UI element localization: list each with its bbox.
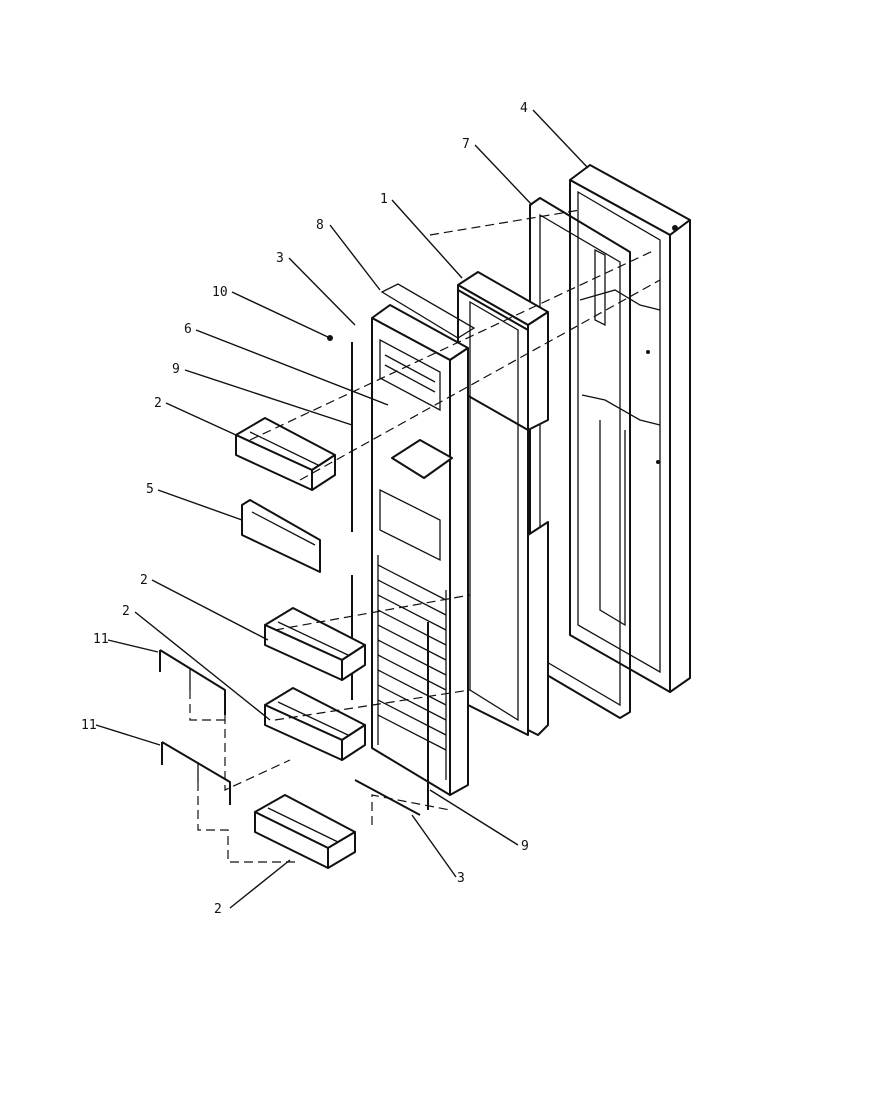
callout-8: 8	[316, 218, 324, 233]
door-bin-4	[254, 794, 356, 869]
shelf-bracket-2	[161, 741, 231, 805]
callout-1: 1	[380, 192, 388, 207]
callout-9b: 9	[521, 839, 529, 854]
callout-4: 4	[520, 101, 528, 116]
bin-retainer	[241, 499, 321, 573]
door-bin-1	[235, 417, 336, 491]
callout-9a: 9	[172, 362, 180, 377]
shelf-bracket-1	[159, 649, 226, 715]
callout-labels: 4 7 1 8 3 10 6 9 2 5 2 2 11 11 9 3 2	[81, 101, 529, 917]
callout-6: 6	[184, 322, 192, 337]
callout-2d: 2	[214, 902, 222, 917]
door-bin-2	[264, 607, 366, 681]
callout-2b: 2	[140, 573, 148, 588]
door-bin-3	[264, 687, 366, 761]
callout-2a: 2	[154, 396, 162, 411]
callout-10: 10	[212, 285, 228, 300]
callout-7: 7	[462, 137, 470, 152]
door-liner	[371, 283, 476, 796]
callout-11b: 11	[81, 718, 97, 733]
callout-2c: 2	[122, 604, 130, 619]
leader-lines	[95, 109, 589, 909]
assembly-lines	[189, 209, 661, 863]
callout-3a: 3	[276, 251, 284, 266]
door-breaker-strip	[457, 271, 549, 736]
callout-3b: 3	[457, 871, 465, 886]
callout-5: 5	[146, 482, 154, 497]
callout-11a: 11	[93, 632, 109, 647]
